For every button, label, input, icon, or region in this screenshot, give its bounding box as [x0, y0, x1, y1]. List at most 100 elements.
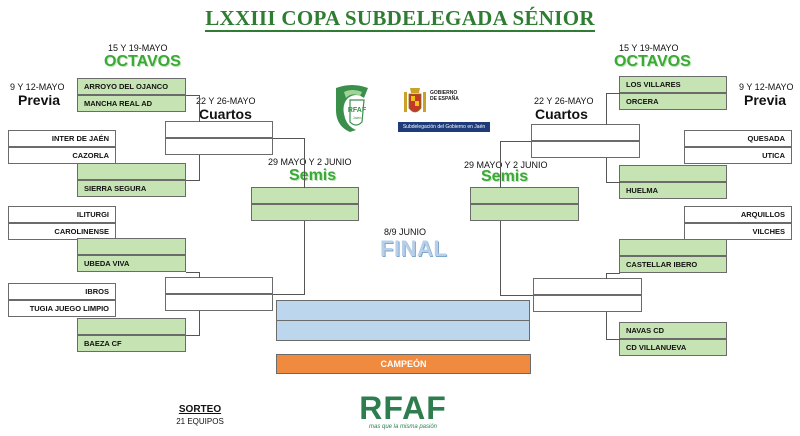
right-cuartos-slot[interactable]: [531, 124, 640, 141]
right-previa-slot[interactable]: QUESADA: [684, 130, 792, 147]
connector-line: [186, 272, 200, 273]
rfaf-tagline: mas que la misma pasión: [368, 424, 438, 430]
connector-line: [500, 221, 501, 296]
right-semis-slot[interactable]: [470, 187, 579, 204]
left-previa-slot[interactable]: IBROS: [8, 283, 116, 300]
rfaf-jaen-logo-icon: RFAF Jaén: [336, 85, 368, 132]
connector-line: [606, 182, 620, 183]
rfaf-wordmark: RFAF: [359, 390, 447, 426]
right-previa-slot[interactable]: UTICA: [684, 147, 792, 164]
right-octavos-slot[interactable]: CD VILLANUEVA: [619, 339, 727, 356]
right-octavos-slot[interactable]: [619, 165, 727, 182]
connector-line: [199, 155, 200, 181]
left-semis-label: Semis: [289, 167, 337, 184]
right-octavos-label: OCTAVOS: [614, 53, 691, 70]
right-octavos-slot[interactable]: [619, 239, 727, 256]
connector-line: [199, 311, 200, 336]
final-date: 8/9 JUNIO: [384, 227, 427, 237]
connector-line: [606, 93, 620, 94]
left-octavos-slot[interactable]: MANCHA REAL AD: [77, 95, 186, 112]
gobierno-text: GOBIERNO DE ESPAÑA: [430, 90, 459, 102]
right-cuartos-slot[interactable]: [531, 141, 640, 158]
left-previa-slot[interactable]: TUGIA JUEGO LIMPIO: [8, 300, 116, 317]
left-cuartos-label: Cuartos: [199, 106, 252, 122]
left-previa-slot[interactable]: CAROLINENSE: [8, 223, 116, 240]
connector-line: [186, 335, 200, 336]
connector-line: [186, 95, 200, 96]
right-cuartos-slot[interactable]: [533, 295, 642, 312]
connector-line: [606, 273, 620, 274]
page-title-text: LXXIII COPA SUBDELEGADA SÉNIOR: [205, 6, 595, 32]
svg-text:RFAF: RFAF: [348, 107, 367, 114]
right-cuartos-slot[interactable]: [533, 278, 642, 295]
sorteo-label: SORTEO: [178, 404, 222, 415]
right-previa-slot[interactable]: VILCHES: [684, 223, 792, 240]
gobierno-bar: Subdelegación del Gobierno en Jaén: [398, 122, 490, 132]
left-cuartos-date: 22 Y 26-MAYO: [196, 96, 256, 106]
left-previa-date: 9 Y 12-MAYO: [10, 82, 65, 92]
connector-line: [304, 221, 305, 295]
right-semis-label: Semis: [481, 168, 529, 185]
right-semis-slot[interactable]: [470, 204, 579, 221]
spain-coat-of-arms-icon: [404, 88, 426, 113]
connector-line: [606, 339, 620, 340]
gobierno-line2: DE ESPAÑA: [430, 96, 459, 102]
connector-line: [606, 312, 607, 340]
gobierno-logo: GOBIERNO DE ESPAÑA Subdelegación del Gob…: [398, 84, 490, 132]
right-previa-label: Previa: [744, 92, 787, 108]
connector-line: [273, 294, 305, 295]
left-cuartos-slot[interactable]: [165, 294, 273, 311]
left-semis-slot[interactable]: [251, 204, 359, 221]
connector-line: [606, 93, 607, 125]
connector-line: [304, 138, 305, 188]
page-title: LXXIII COPA SUBDELEGADA SÉNIOR: [0, 6, 800, 32]
right-octavos-slot[interactable]: LOS VILLARES: [619, 76, 727, 93]
connector-line: [606, 158, 607, 183]
right-octavos-date: 15 Y 19-MAYO: [619, 43, 679, 53]
left-semis-date: 29 MAYO Y 2 JUNIO: [268, 157, 352, 167]
connector-line: [186, 180, 200, 181]
left-previa-label: Previa: [18, 92, 61, 108]
left-octavos-date: 15 Y 19-MAYO: [108, 43, 168, 53]
equipos-count: 21 EQUIPOS: [176, 417, 224, 426]
left-octavos-label: OCTAVOS: [104, 53, 181, 70]
right-cuartos-date: 22 Y 26-MAYO: [534, 96, 594, 106]
left-octavos-slot[interactable]: UBEDA VIVA: [77, 255, 186, 272]
right-previa-date: 9 Y 12-MAYO: [739, 82, 794, 92]
rfaf-logo: RFAF mas que la misma pasión: [355, 392, 451, 430]
gobierno-line1: GOBIERNO: [430, 90, 458, 96]
left-octavos-slot[interactable]: [77, 238, 186, 255]
right-semis-date: 29 MAYO Y 2 JUNIO: [464, 160, 548, 170]
left-previa-slot[interactable]: CAZORLA: [8, 147, 116, 164]
left-previa-slot[interactable]: ILITURGI: [8, 206, 116, 223]
left-octavos-slot[interactable]: [77, 318, 186, 335]
right-cuartos-label: Cuartos: [535, 106, 588, 122]
final-slot[interactable]: [276, 300, 530, 321]
connector-line: [500, 141, 531, 142]
left-octavos-slot[interactable]: [77, 163, 186, 180]
right-octavos-slot[interactable]: HUELMA: [619, 182, 727, 199]
right-octavos-slot[interactable]: CASTELLAR IBERO: [619, 256, 727, 273]
connector-line: [606, 273, 607, 279]
connector-line: [273, 138, 305, 139]
left-semis-slot[interactable]: [251, 187, 359, 204]
right-previa-slot[interactable]: ARQUILLOS: [684, 206, 792, 223]
left-previa-slot[interactable]: INTER DE JAÉN: [8, 130, 116, 147]
campeon-slot[interactable]: CAMPEÓN: [276, 354, 531, 374]
left-cuartos-slot[interactable]: [165, 121, 273, 138]
connector-line: [199, 95, 200, 122]
right-octavos-slot[interactable]: ORCERA: [619, 93, 727, 110]
left-cuartos-slot[interactable]: [165, 138, 273, 155]
final-label: FINAL: [380, 236, 448, 261]
left-octavos-slot[interactable]: BAEZA CF: [77, 335, 186, 352]
left-octavos-slot[interactable]: ARROYO DEL OJANCO: [77, 78, 186, 95]
connector-line: [500, 295, 533, 296]
svg-text:Jaén: Jaén: [353, 115, 362, 120]
final-slot[interactable]: [276, 320, 530, 341]
left-cuartos-slot[interactable]: [165, 277, 273, 294]
right-octavos-slot[interactable]: NAVAS CD: [619, 322, 727, 339]
connector-line: [500, 141, 501, 188]
connector-line: [199, 272, 200, 278]
rfaf-jaen-logo: RFAF Jaén: [330, 82, 374, 134]
left-octavos-slot[interactable]: SIERRA SEGURA: [77, 180, 186, 197]
